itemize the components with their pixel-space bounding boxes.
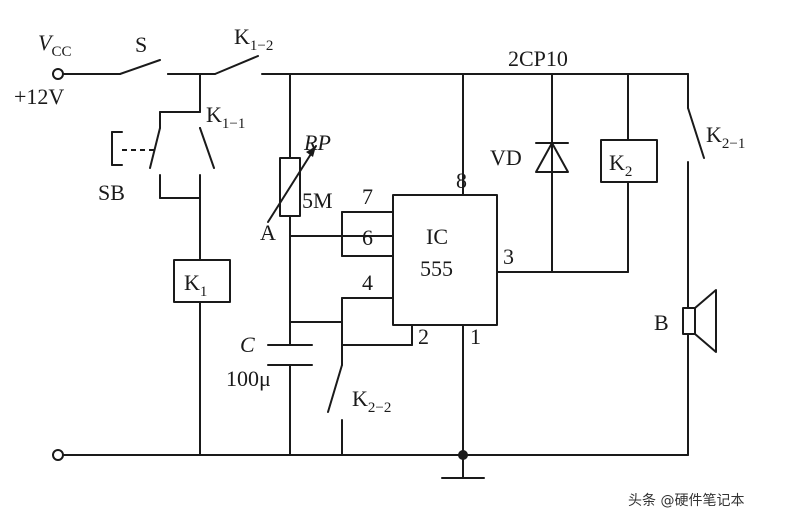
switch-k2-1-label: K2−1 — [706, 122, 745, 152]
relay-k2 — [600, 73, 658, 273]
pin-8-label: 8 — [456, 168, 467, 193]
switch-k2-1 — [687, 73, 705, 309]
relay-k1-label: K1 — [184, 270, 207, 300]
relay-k1 — [173, 259, 231, 303]
rp-label: RP — [303, 130, 331, 155]
pin-7-label: 7 — [362, 184, 373, 209]
rp-value-label: 5M — [302, 188, 333, 213]
vcc-label: VCC — [38, 30, 71, 60]
watermark: 头条 @硬件笔记本 — [628, 492, 744, 509]
ic-label-line1: IC — [426, 224, 448, 249]
switch-s-label: S — [135, 32, 147, 57]
timing-branch — [279, 73, 301, 456]
capacitor-label: C — [240, 332, 255, 357]
pin-7-6-wiring — [289, 211, 394, 257]
switch-k1-1-label: K1−1 — [206, 102, 245, 132]
switch-k2-2-label: K2−2 — [352, 386, 391, 416]
relay-k2-label: K2 — [609, 150, 632, 180]
bottom-rail — [52, 449, 689, 461]
switch-k2-2 — [327, 344, 343, 456]
diode-name-label: VD — [490, 145, 522, 170]
switch-k1-2-label: K1−2 — [234, 24, 273, 54]
pin-4-label: 4 — [362, 270, 373, 295]
speaker-label: B — [654, 310, 669, 335]
capacitor-c — [267, 344, 313, 366]
capacitor-value-label: 100μ — [226, 366, 271, 391]
switch-k1-2 — [214, 55, 259, 75]
pin-2-4-wiring — [289, 297, 413, 346]
speaker-icon — [682, 289, 717, 456]
supply-voltage-label: +12V — [14, 84, 64, 109]
pin-3-label: 3 — [503, 244, 514, 269]
ground-icon — [441, 450, 485, 479]
rp-arrow-icon — [267, 145, 317, 223]
pin-1-label: 1 — [470, 324, 481, 349]
pin-2-label: 2 — [418, 324, 429, 349]
ic-555 — [392, 73, 629, 456]
push-button-sb — [111, 131, 155, 166]
diode-part-label: 2CP10 — [508, 46, 568, 71]
top-rail — [52, 68, 689, 80]
switch-s — [119, 59, 169, 75]
node-a-label: A — [260, 220, 276, 245]
ic-label-line2: 555 — [420, 256, 453, 281]
sb-label: SB — [98, 180, 125, 205]
diode-vd — [535, 73, 569, 273]
pin-6-label: 6 — [362, 225, 373, 250]
left-branch — [149, 73, 215, 456]
